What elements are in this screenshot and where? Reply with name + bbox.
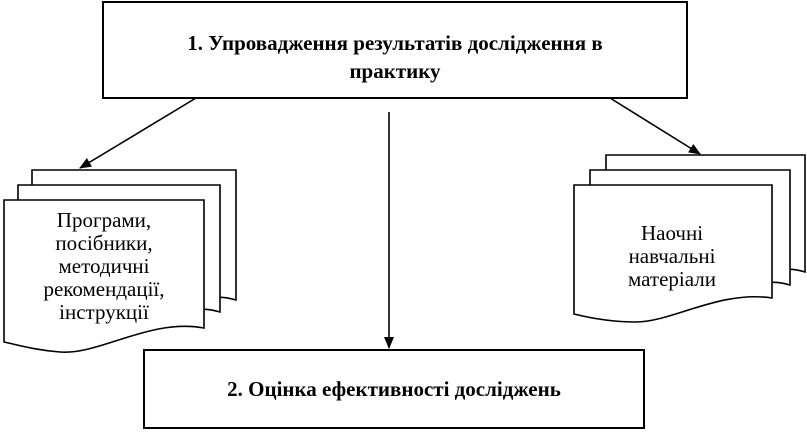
top-box: 1. Упровадження результатів дослідження … bbox=[102, 1, 688, 99]
bottom-box-title: 2. Оцінка ефективності досліджень bbox=[227, 377, 561, 401]
left-doc-sheet-front bbox=[3, 199, 205, 353]
left-doc-line-1: Програми, bbox=[57, 208, 151, 232]
left-doc-line-5: інструкції bbox=[59, 300, 149, 324]
top-box-frame bbox=[102, 1, 688, 99]
right-doc-sheet-front bbox=[573, 184, 773, 323]
right-doc-line-2: навчальні bbox=[629, 244, 716, 268]
right-doc-line-3: матеріали bbox=[628, 267, 716, 291]
arrow-to-left-doc bbox=[79, 97, 197, 169]
left-document-stack: Програми, посібники, методичні рекоменда… bbox=[3, 169, 237, 353]
arrow-to-right-doc bbox=[609, 97, 701, 155]
left-doc-line-2: посібники, bbox=[55, 231, 152, 255]
left-doc-line-3: методичні bbox=[59, 254, 150, 278]
right-doc-line-1: Наочні bbox=[641, 221, 703, 245]
bottom-box-frame bbox=[143, 349, 645, 429]
bottom-box: 2. Оцінка ефективності досліджень bbox=[143, 349, 645, 429]
left-doc-line-4: рекомендації, bbox=[43, 277, 164, 301]
right-document-stack: Наочні навчальні матеріали bbox=[573, 154, 806, 323]
top-box-title-line1: 1. Упровадження результатів дослідження … bbox=[187, 31, 602, 55]
top-box-title-line2: практику bbox=[349, 59, 441, 83]
